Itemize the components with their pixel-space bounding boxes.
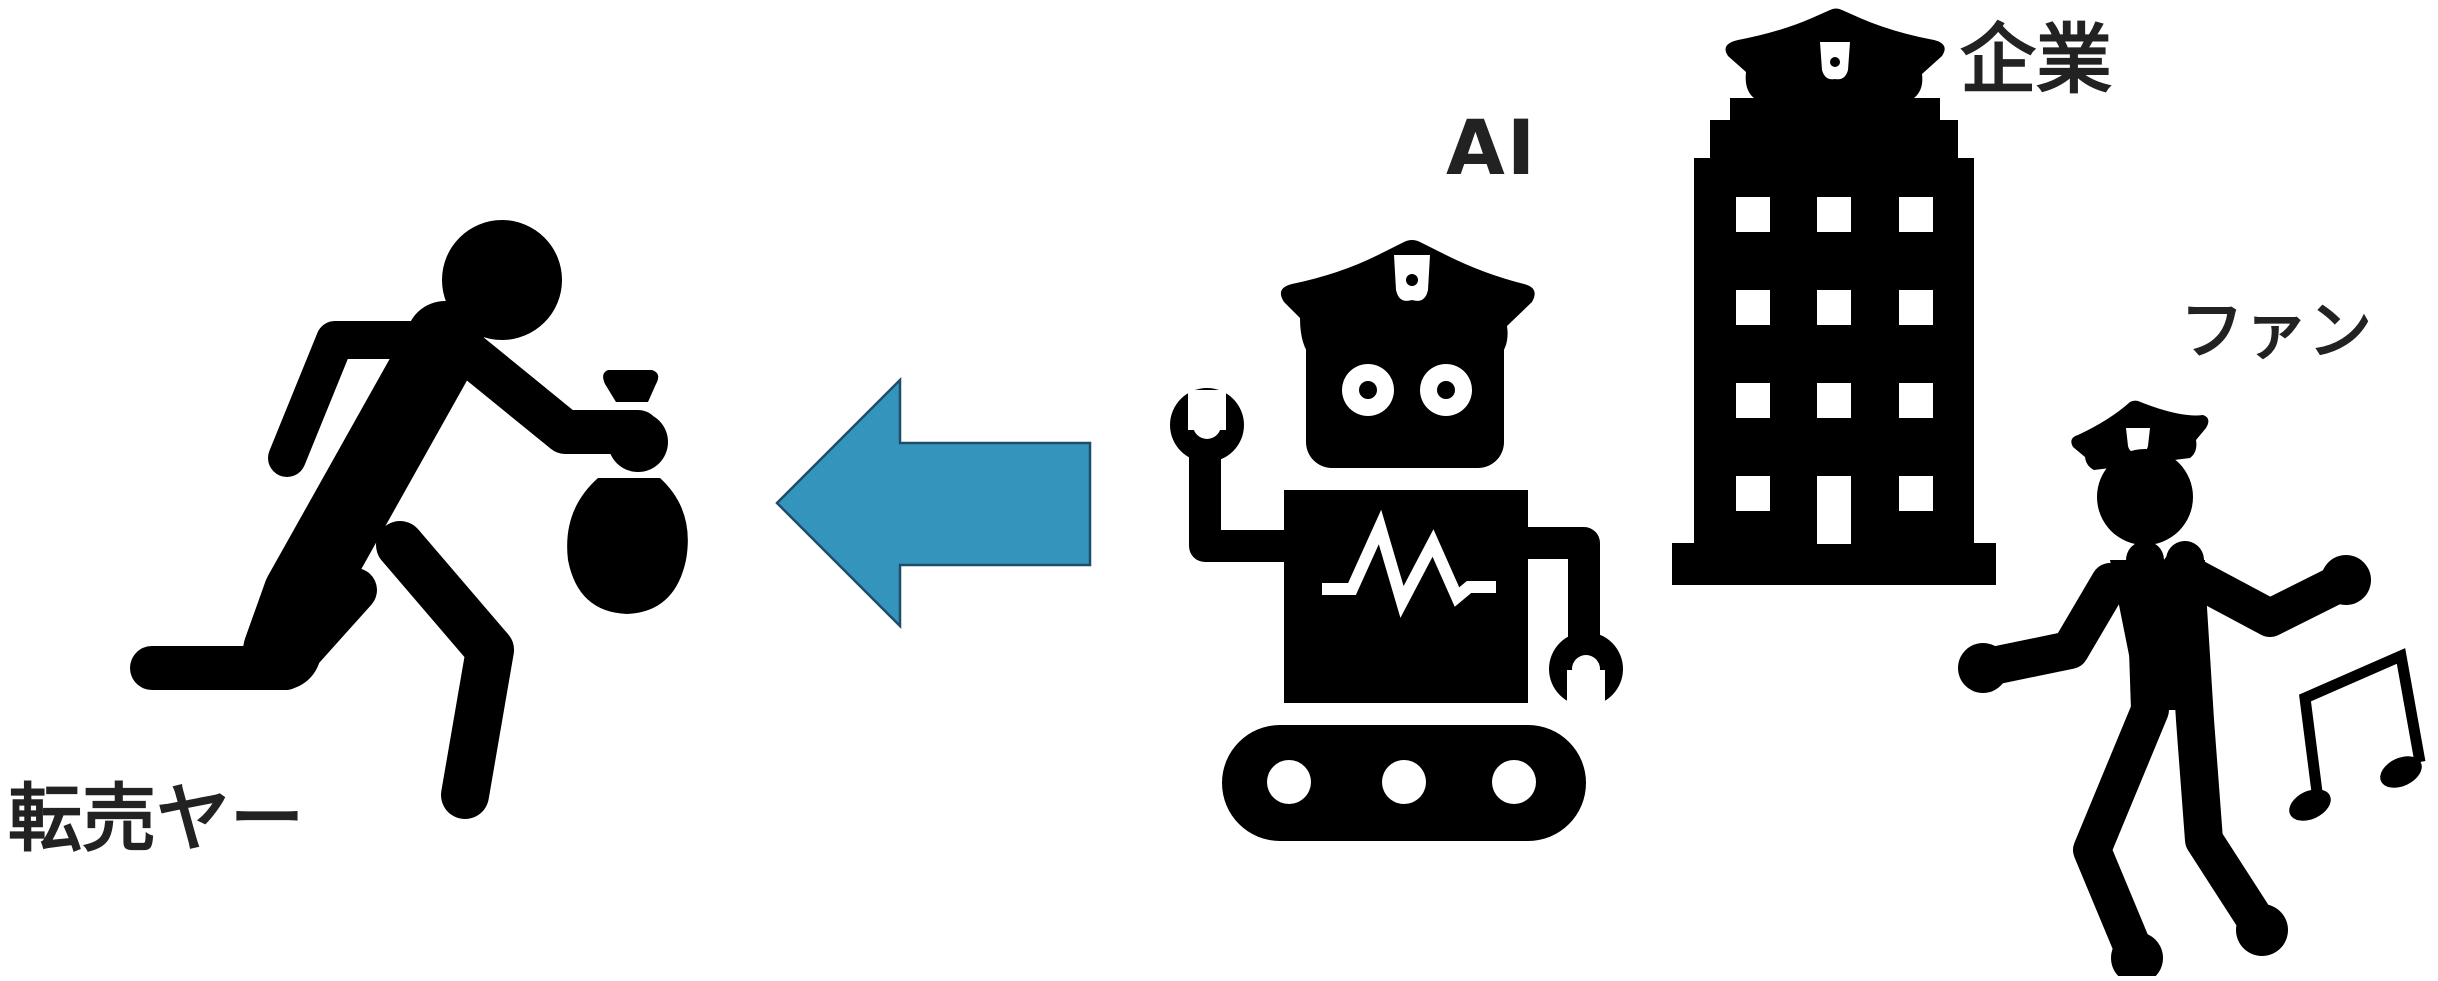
left-arrow-icon <box>775 376 1092 630</box>
music-note-icon <box>2289 648 2426 821</box>
ai-label: AI <box>1446 103 1538 192</box>
police-building-icon <box>1672 8 1996 585</box>
company-label: 企業 <box>1960 15 2112 104</box>
police-fan-dancing-icon <box>1958 400 2371 981</box>
police-robot-icon <box>1170 240 1623 841</box>
running-thief-icon <box>130 220 688 819</box>
reseller-label: 転売ヤー <box>8 776 304 862</box>
heartbeat-line-icon <box>1322 509 1496 618</box>
money-bag-icon <box>567 370 688 614</box>
fan-label: ファン <box>2180 295 2372 369</box>
